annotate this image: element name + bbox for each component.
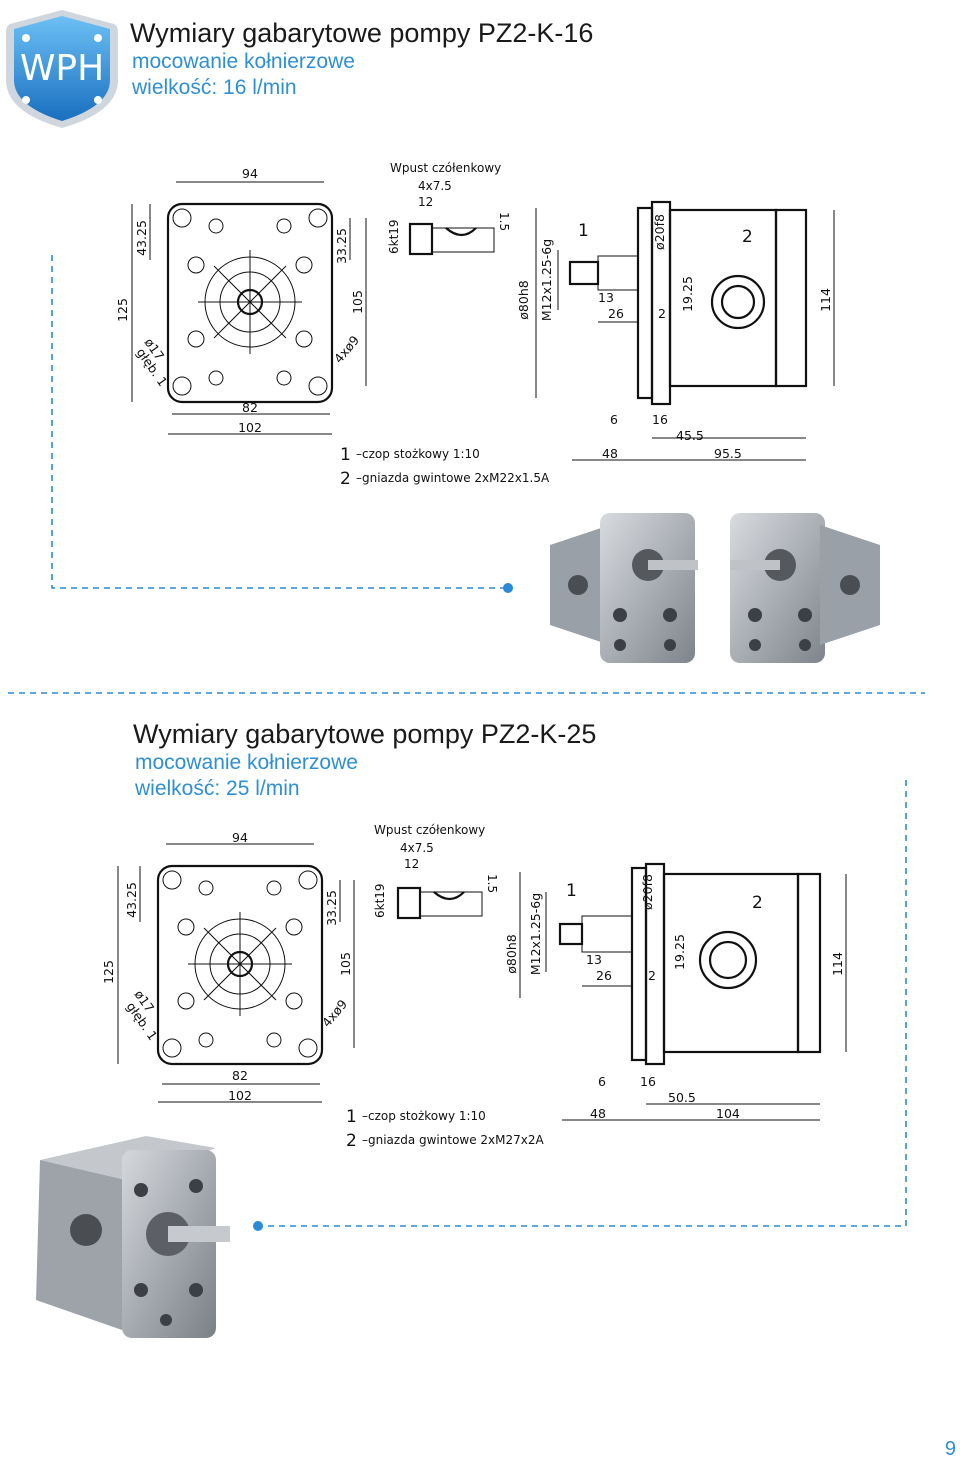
dim-total-height: 125 (101, 960, 116, 984)
dim-48: 48 (602, 446, 618, 461)
dim-width-inner: 82 (232, 1068, 248, 1083)
legend-1: –czop stożkowy 1:10 (362, 1109, 486, 1123)
section2-frame (253, 780, 907, 1231)
page-number: 9 (944, 1438, 956, 1460)
key-label: Wpust czółenkowy (390, 161, 501, 175)
dim-right-height: 33.25 (324, 890, 339, 926)
section1-title: Wymiary gabarytowe pompy PZ2-K-16 (130, 18, 594, 48)
section2-drawing: 94 125 43.25 33.25 105 ø17 głęb. 1 4xø9 … (101, 823, 847, 1151)
dim-19-25: 19.25 (672, 934, 687, 970)
dim-width-outer: 102 (228, 1088, 252, 1103)
dim-26: 26 (596, 968, 612, 983)
dim-16: 16 (640, 1074, 656, 1089)
key-depth: 1.5 (497, 212, 511, 231)
dim-16: 16 (652, 412, 668, 427)
key-hex: 6kt19 (387, 219, 401, 254)
dim-6: 6 (598, 1074, 606, 1089)
dim-total-height: 125 (115, 298, 130, 322)
svg-text:1: 1 (346, 1107, 357, 1127)
dim-2: 2 (658, 306, 666, 321)
marker-2: 2 (742, 227, 753, 247)
svg-text:2: 2 (346, 1131, 357, 1151)
key-size: 4x7.5 (400, 841, 434, 855)
dim-total: 95.5 (714, 446, 742, 461)
key-label: Wpust czółenkowy (374, 823, 485, 837)
dim-13: 13 (598, 290, 614, 305)
side-view: ø80h8 M12x1.25-6g ø20f8 1 2 13 26 2 19.2… (504, 862, 847, 1121)
dim-height: 114 (830, 952, 845, 976)
dim-inner-height: 105 (350, 290, 365, 314)
dim-pilot: ø80h8 (516, 280, 531, 319)
key-hex: 6kt19 (373, 883, 387, 918)
pump-photo-1 (550, 513, 880, 663)
pump-photo-2 (36, 1136, 230, 1338)
wph-logo: WPH (6, 10, 118, 128)
dim-left-height: 43.25 (124, 882, 139, 918)
section1-drawing: 94 125 43.25 33.25 105 ø17 głęb. 1 4xø9 … (115, 161, 835, 489)
dim-thread: M12x1.25-6g (528, 893, 543, 975)
dim-width-outer: 102 (238, 420, 262, 435)
dim-thread: M12x1.25-6g (539, 239, 554, 321)
key-size: 4x7.5 (418, 179, 452, 193)
dim-width-top: 94 (242, 166, 258, 181)
side-view: ø80h8 M12x1.25-6g ø20f8 1 2 13 26 2 19.2… (516, 200, 835, 461)
key-depth: 1.5 (485, 874, 499, 893)
dim-pilot: ø80h8 (504, 934, 519, 973)
dim-13: 13 (586, 952, 602, 967)
marker-2: 2 (752, 893, 763, 913)
dim-right-height: 33.25 (334, 228, 349, 264)
logo-text: WPH (20, 48, 104, 89)
dim-total: 104 (716, 1106, 740, 1121)
dim-height: 114 (818, 288, 833, 312)
dim-26: 26 (608, 306, 624, 321)
key-length: 12 (418, 195, 433, 209)
section2-size: wielkość: 25 l/min (135, 777, 300, 800)
svg-text:2: 2 (340, 469, 351, 489)
dim-48: 48 (590, 1106, 606, 1121)
key-detail: Wpust czółenkowy 4x7.5 12 1.5 6kt19 (373, 823, 499, 920)
key-detail: Wpust czółenkowy 4x7.5 12 1.5 6kt19 (387, 161, 511, 256)
section1-mounting: mocowanie kołnierzowe (132, 50, 355, 73)
svg-text:1: 1 (340, 445, 351, 465)
marker-1: 1 (566, 881, 577, 901)
dim-mid: 50.5 (668, 1090, 696, 1105)
legend-2: –gniazda gwintowe 2xM22x1.5A (356, 471, 550, 485)
dim-left-height: 43.25 (134, 220, 149, 256)
dim-mid: 45.5 (676, 428, 704, 443)
key-length: 12 (404, 857, 419, 871)
marker-1: 1 (578, 221, 589, 241)
dim-width-top: 94 (232, 830, 248, 845)
dim-2: 2 (648, 968, 656, 983)
dim-width-inner: 82 (242, 400, 258, 415)
section2-title: Wymiary gabarytowe pompy PZ2-K-25 (133, 719, 597, 749)
dim-19-25: 19.25 (680, 276, 695, 312)
section1-frame (8, 255, 925, 694)
legend-2: –gniazda gwintowe 2xM27x2A (362, 1133, 545, 1147)
section1-size: wielkość: 16 l/min (132, 76, 297, 99)
dim-shaft: ø20f8 (652, 214, 667, 250)
legend-1: –czop stożkowy 1:10 (356, 447, 480, 461)
dim-inner-height: 105 (338, 952, 353, 976)
dim-shaft: ø20f8 (640, 874, 655, 910)
section2-mounting: mocowanie kołnierzowe (135, 751, 358, 774)
dim-6: 6 (610, 412, 618, 427)
